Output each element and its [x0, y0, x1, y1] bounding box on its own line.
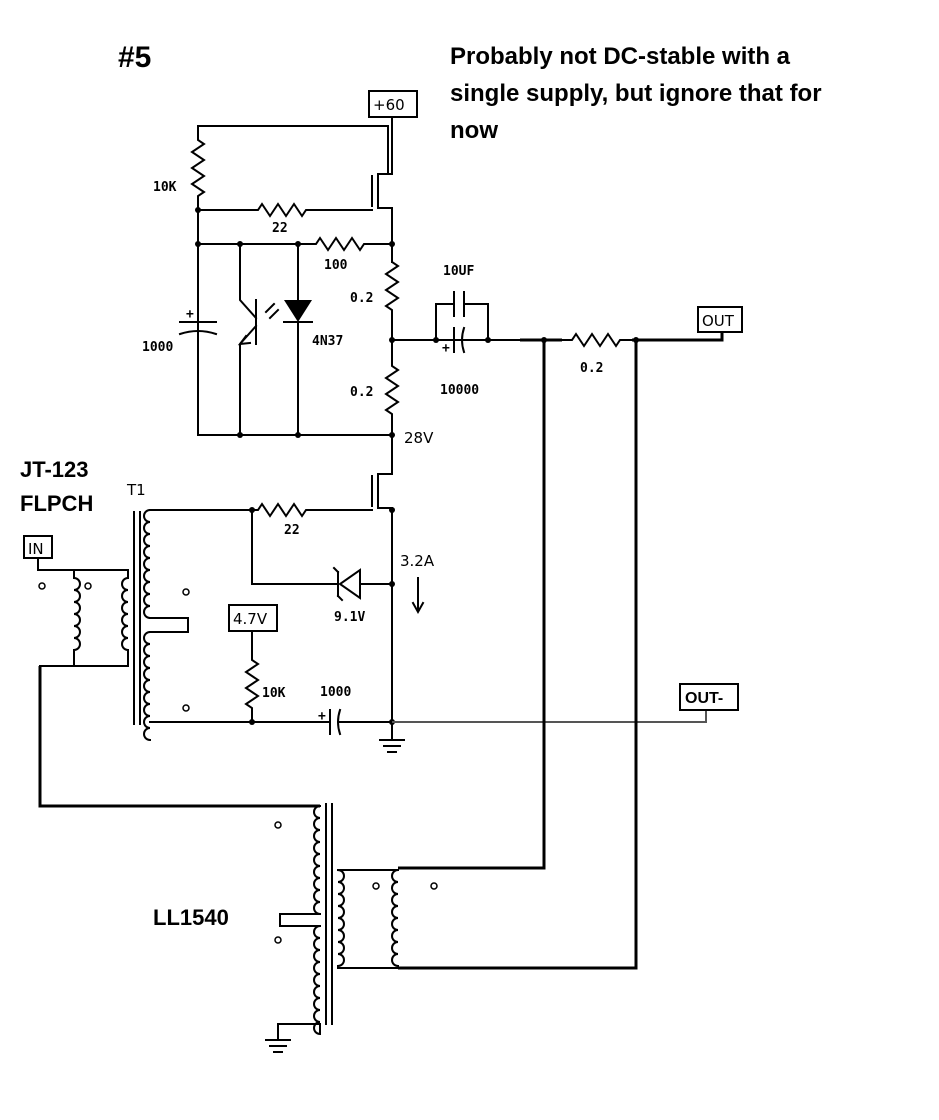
t1-core-symbol [133, 511, 141, 725]
resistor-02-output [561, 332, 633, 348]
resistor-02-output-label: 0.2 [580, 361, 603, 376]
top-rail-wire [197, 125, 389, 173]
out-port-box [697, 306, 743, 333]
resistor-22-top-label: 22 [272, 221, 288, 236]
phase-dot [372, 882, 380, 890]
input-coil-symbol [39, 569, 129, 667]
junction-dot [295, 432, 301, 438]
junction-dot [295, 241, 301, 247]
capacitor-1000-left-label: 1000 [142, 340, 173, 355]
phase-dot [430, 882, 438, 890]
junction-dot [237, 241, 243, 247]
lower-mosfet-symbol [371, 473, 393, 509]
note-line-3: now [450, 117, 498, 144]
phase-dot [84, 582, 92, 590]
in-wire [37, 557, 129, 571]
ll1540-secondary-coil-symbol [336, 868, 400, 969]
bias-port-box [228, 604, 278, 632]
feedback-wire-a [398, 340, 546, 870]
note-line-1: Probably not DC-stable with a [450, 43, 791, 70]
supply-port-label: +60 [373, 96, 405, 114]
junction-dot [541, 337, 547, 343]
t1-secondary-coil-symbol [143, 508, 189, 742]
resistor-100 [297, 236, 393, 252]
phase-dot [182, 704, 190, 712]
resistor-02-upper [384, 243, 400, 341]
junction-dot [249, 719, 255, 725]
t1-model-line-1: JT-123 [20, 457, 89, 482]
opto-transistor-symbol [237, 243, 280, 436]
svg-text:+: + [442, 341, 450, 356]
opto-led-symbol [283, 243, 313, 436]
phase-dot [274, 821, 282, 829]
primary-feed-wire [38, 666, 320, 808]
t1-label: T1 [126, 481, 146, 499]
output-wire-right [632, 331, 724, 342]
zener-diode-symbol [251, 509, 393, 602]
node-28v-label: 28V [404, 429, 434, 447]
zener-label: 9.1V [334, 610, 365, 625]
current-label: 3.2A [400, 552, 435, 570]
out-port-label: OUT [702, 312, 735, 330]
t1-model-line-2: FLPCH [20, 491, 93, 516]
resistor-02-lower-label: 0.2 [350, 385, 373, 400]
phase-dot [182, 588, 190, 596]
ground-icon [379, 721, 405, 753]
ll1540-primary-coil-symbol [277, 804, 322, 1036]
junction-dot [195, 241, 201, 247]
out-minus-wire [392, 710, 707, 723]
bias-port-label: 4.7V [233, 610, 268, 628]
junction-dot [389, 507, 395, 513]
junction-dot [237, 432, 243, 438]
opto-label: 4N37 [312, 334, 343, 349]
svg-text:+: + [186, 307, 194, 322]
resistor-100-label: 100 [324, 258, 348, 273]
resistor-10k-bottom-label: 10K [262, 686, 286, 701]
resistor-10k-top-label: 10K [153, 180, 177, 195]
resistor-22-bottom-label: 22 [284, 523, 300, 538]
capacitor-10uf-label: 10UF [443, 264, 474, 279]
resistor-02-lower [384, 339, 400, 436]
capacitor-1000-bottom-label: 1000 [320, 685, 351, 700]
junction-dot [389, 241, 395, 247]
ll1540-core-symbol [325, 803, 333, 1025]
phase-dot [274, 936, 282, 944]
ll1540-label: LL1540 [153, 905, 229, 930]
resistor-22-top [197, 202, 373, 218]
capacitor-10000: + [442, 326, 466, 356]
out-minus-port-box [679, 683, 739, 711]
ground-icon [265, 1023, 291, 1053]
note-line-2: single supply, but ignore that for [450, 80, 822, 107]
upper-mosfet-symbol [371, 125, 393, 209]
feedback-wire-b [398, 340, 638, 970]
junction-dot [389, 581, 395, 587]
resistor-10k-bottom [244, 630, 260, 723]
svg-text:+: + [318, 709, 326, 724]
junction-dot [485, 337, 491, 343]
capacitor-1000-bottom: + [318, 708, 393, 736]
schematic-title: #5 [118, 41, 151, 74]
junction-dot [433, 337, 439, 343]
resistor-10k-top [190, 125, 206, 211]
junction-dot [195, 207, 201, 213]
in-port-label: IN [28, 540, 44, 558]
capacitor-10uf [435, 291, 489, 341]
current-arrow-icon [411, 577, 425, 615]
junction-dot [633, 337, 639, 343]
out-minus-port-label: OUT- [685, 690, 723, 707]
capacitor-1000-left: + [178, 307, 218, 336]
resistor-22-bottom [149, 502, 373, 518]
capacitor-10000-label: 10000 [440, 383, 479, 398]
phase-dot [38, 582, 46, 590]
resistor-02-upper-label: 0.2 [350, 291, 373, 306]
